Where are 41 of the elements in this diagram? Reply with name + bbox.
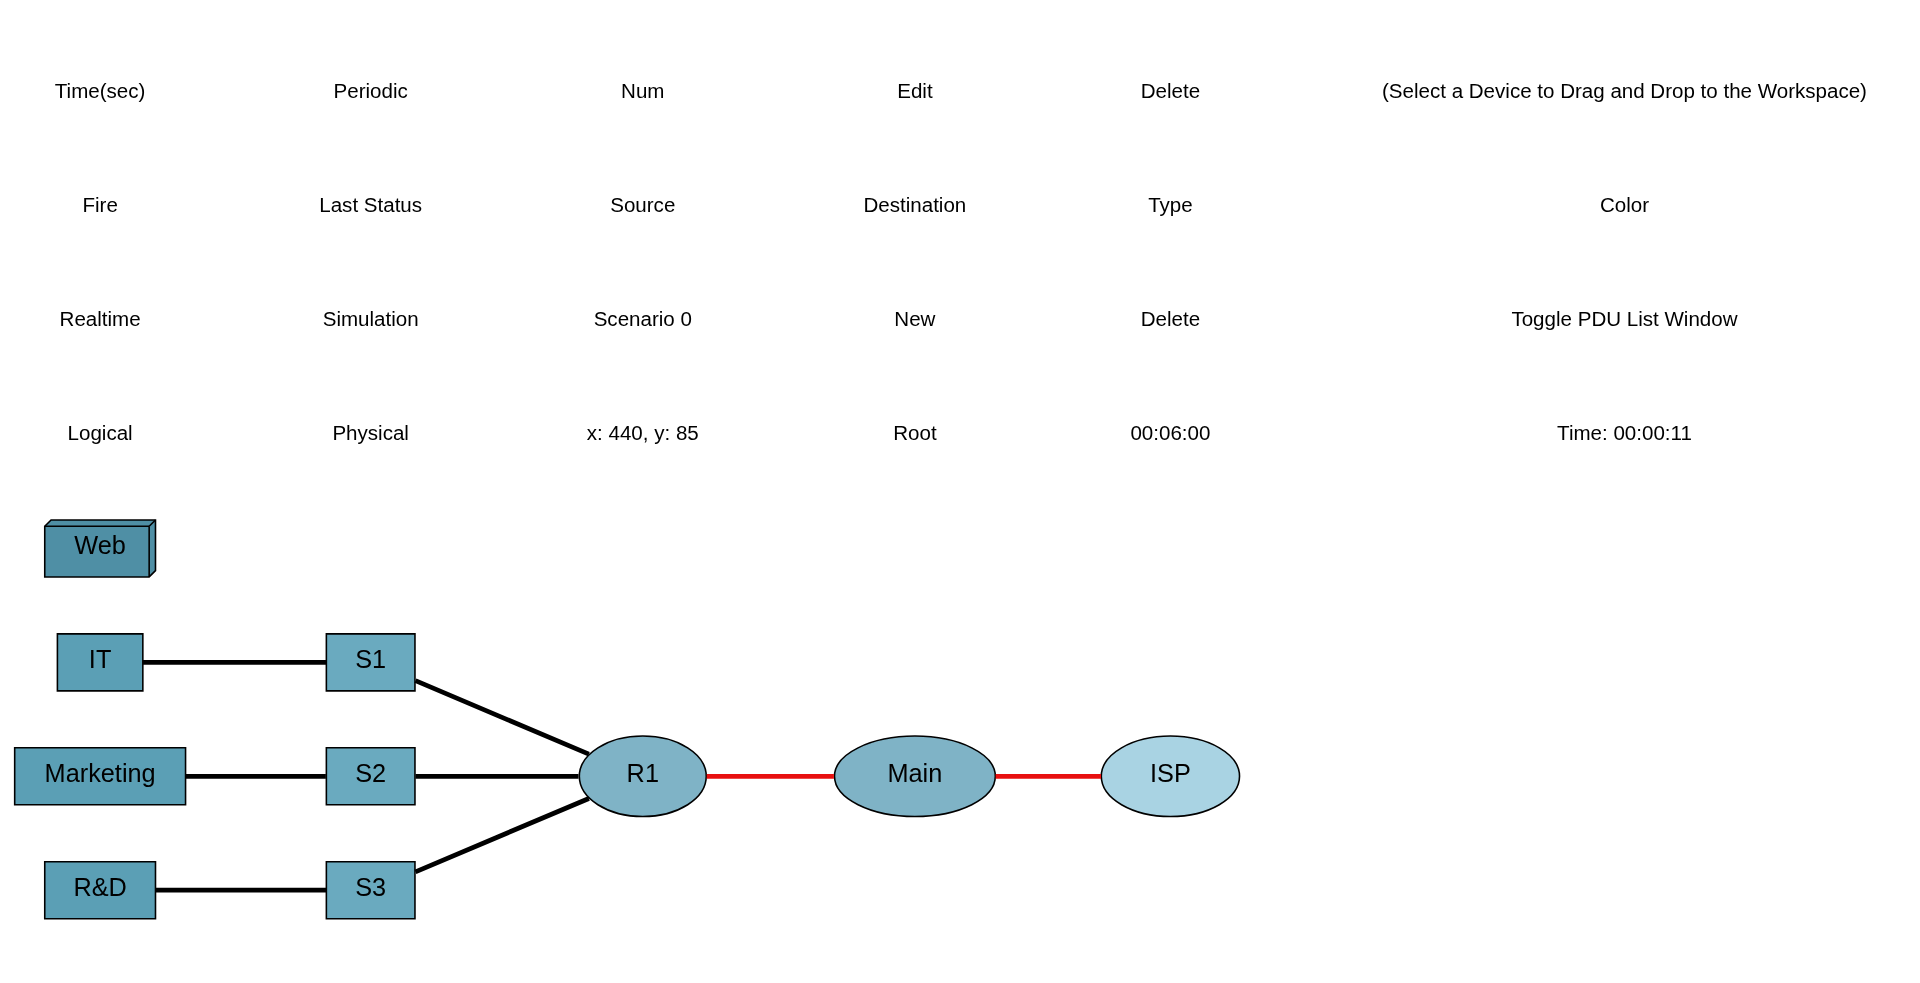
label: Fire	[82, 193, 118, 217]
label: Time(sec)	[54, 79, 146, 103]
label: Last Status	[319, 193, 423, 217]
node-box: IT	[56, 633, 144, 692]
node-box: Marketing	[13, 747, 187, 806]
connector	[706, 773, 834, 779]
label: Logical	[67, 420, 133, 444]
connector	[414, 796, 590, 875]
connector	[185, 773, 326, 779]
node-box: S2	[325, 747, 416, 806]
label: Physical	[332, 420, 409, 444]
label: Num	[621, 79, 665, 103]
node-box: R&D	[43, 860, 157, 920]
label: Periodic	[333, 79, 408, 103]
label: Root	[893, 420, 937, 444]
label: Toggle PDU List Window	[1511, 307, 1738, 331]
node-box: S3	[325, 860, 416, 920]
connector	[142, 660, 327, 665]
label: Destination	[863, 193, 967, 217]
connector	[995, 773, 1101, 779]
label: x: 440, y: 85	[586, 420, 699, 444]
node-ellipse: R1	[578, 735, 708, 818]
label: Delete	[1140, 307, 1201, 331]
label: Simulation	[322, 307, 419, 331]
label: Time: 00:00:11	[1557, 420, 1692, 444]
label: Delete	[1140, 79, 1201, 103]
label: Scenario 0	[593, 307, 692, 331]
label: 00:06:00	[1130, 420, 1211, 444]
node-ellipse: ISP	[1100, 735, 1241, 818]
connector	[414, 678, 590, 757]
label: Edit	[897, 79, 933, 103]
node-ellipse: Main	[833, 735, 997, 818]
connector	[415, 773, 579, 779]
label: Source	[610, 193, 676, 217]
label: (Select a Device to Drag and Drop to the Workspace)	[1382, 79, 1867, 103]
label: New	[894, 307, 936, 331]
connector	[155, 887, 327, 893]
node-box: S1	[325, 633, 416, 692]
label: Color	[1599, 193, 1650, 217]
label: Type	[1148, 193, 1193, 217]
label: Realtime	[59, 307, 141, 331]
